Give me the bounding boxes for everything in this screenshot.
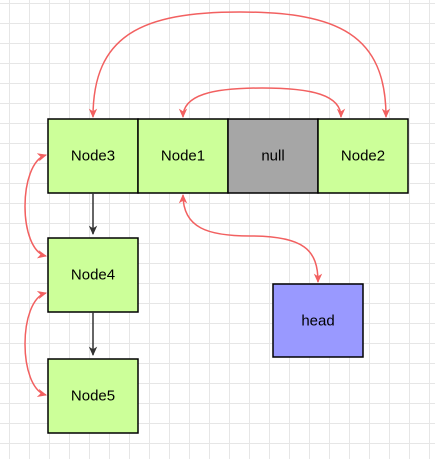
null-box: null	[227, 118, 319, 194]
pointer-node4-node5	[24, 290, 48, 398]
pointer-node1-head	[178, 193, 323, 284]
node3-label: Node3	[71, 148, 115, 165]
pointer-node3-node4	[24, 153, 48, 259]
head-box: head	[272, 283, 364, 358]
node5-label: Node5	[71, 388, 115, 405]
node5-box: Node5	[47, 358, 139, 434]
pointer-node1-node2	[178, 87, 346, 119]
null-label: null	[261, 148, 284, 165]
node2-label: Node2	[341, 148, 385, 165]
node2-box: Node2	[317, 118, 409, 194]
node3-box: Node3	[47, 118, 139, 194]
node4-box: Node4	[47, 237, 139, 313]
node4-label: Node4	[71, 267, 115, 284]
pointer-node3-node2	[88, 11, 391, 119]
head-label: head	[301, 313, 334, 330]
node1-box: Node1	[137, 118, 229, 194]
node1-label: Node1	[161, 148, 205, 165]
